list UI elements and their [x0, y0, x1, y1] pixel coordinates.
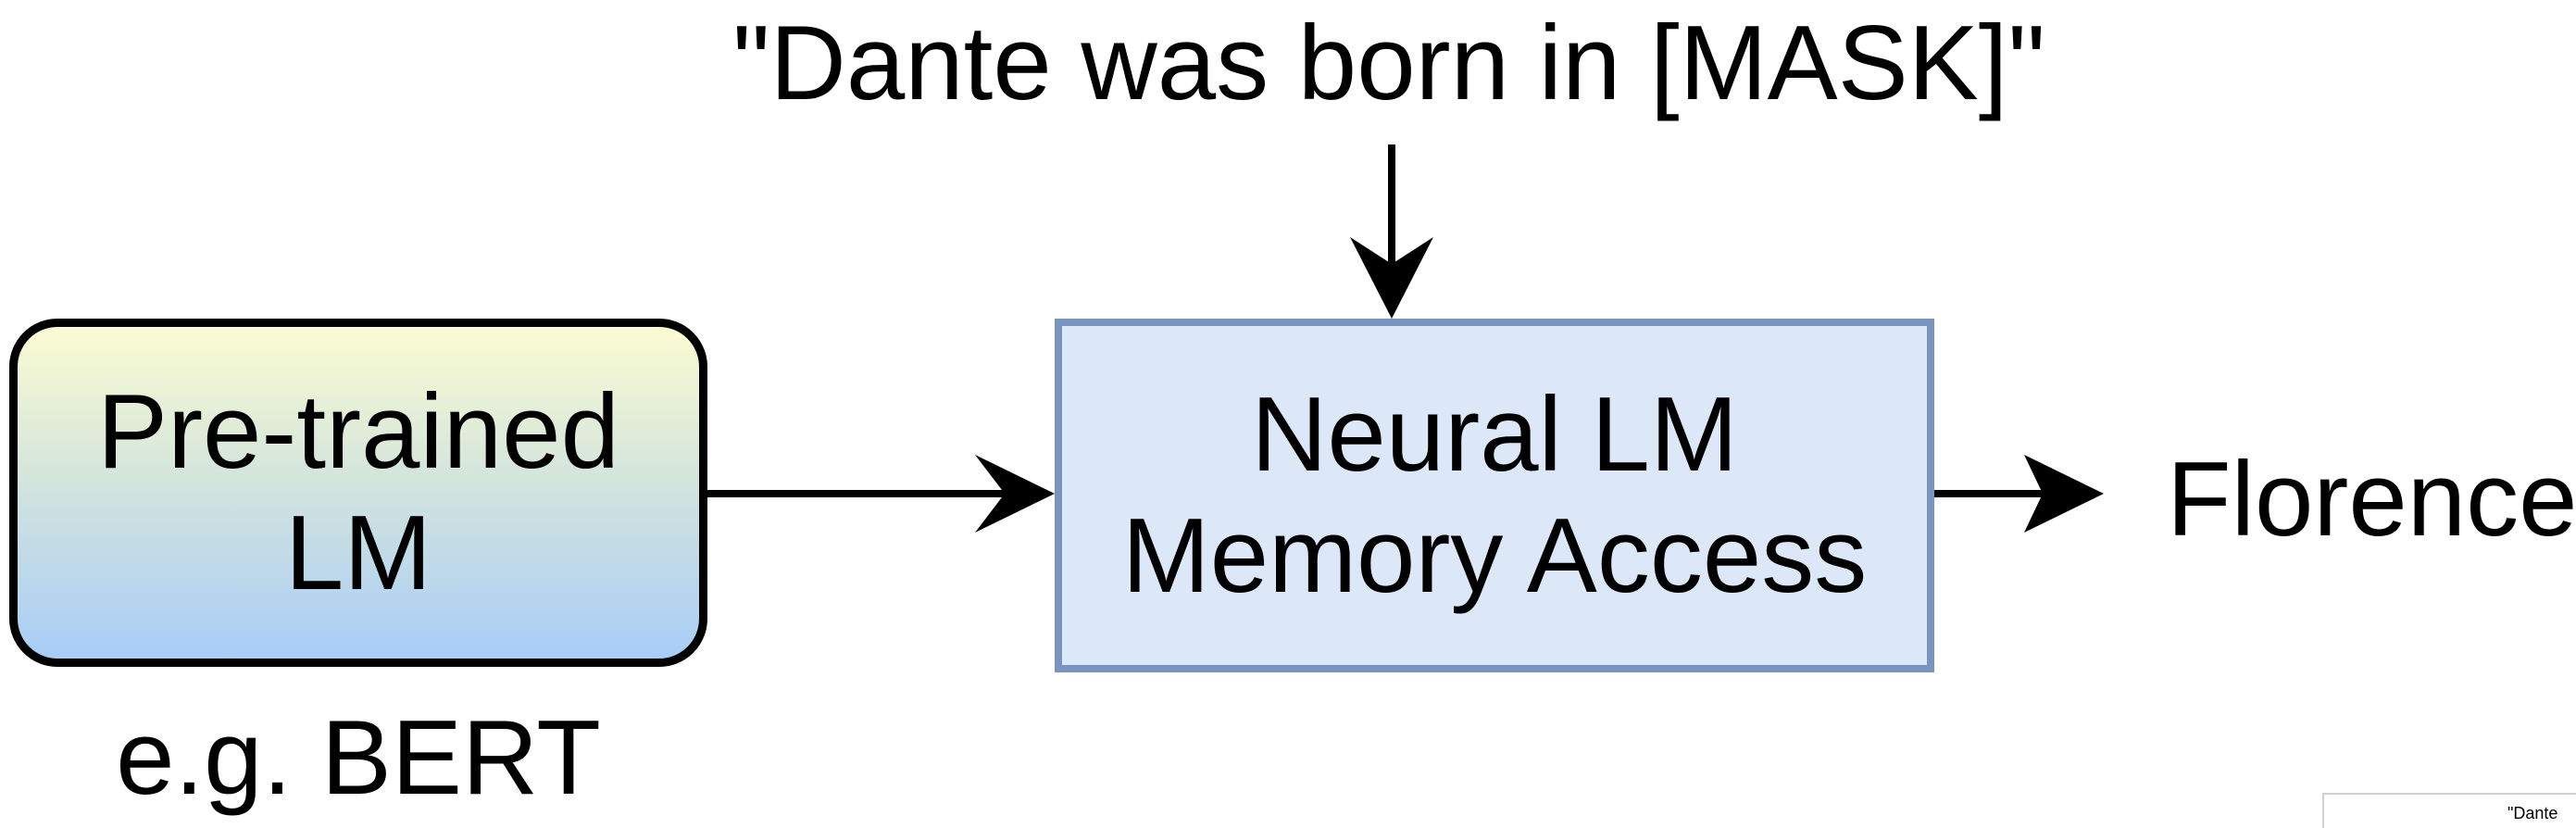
- arrow-query-to-memory: [1350, 144, 1433, 319]
- example-label: e.g. BERT: [116, 699, 601, 817]
- arrow-lm-to-memory: [707, 455, 1055, 533]
- pretrained-lm-label-line1: Pre-trained: [97, 372, 619, 491]
- memory-box-label-line2: Memory Access: [1121, 497, 1868, 615]
- thumbnail-preview: "Dante: [2322, 793, 2576, 828]
- arrow-memory-to-output: [1934, 455, 2104, 533]
- output-text: Florence: [2167, 441, 2576, 558]
- pretrained-lm-box: Pre-trained LM: [9, 319, 707, 667]
- neural-lm-memory-access-box: Neural LM Memory Access: [1055, 319, 1934, 672]
- pretrained-lm-label-line2: LM: [284, 495, 432, 612]
- thumbnail-text: "Dante: [2507, 804, 2558, 822]
- query-text: "Dante was born in [MASK]": [732, 5, 2045, 122]
- memory-box-label-line1: Neural LM: [1251, 375, 1738, 494]
